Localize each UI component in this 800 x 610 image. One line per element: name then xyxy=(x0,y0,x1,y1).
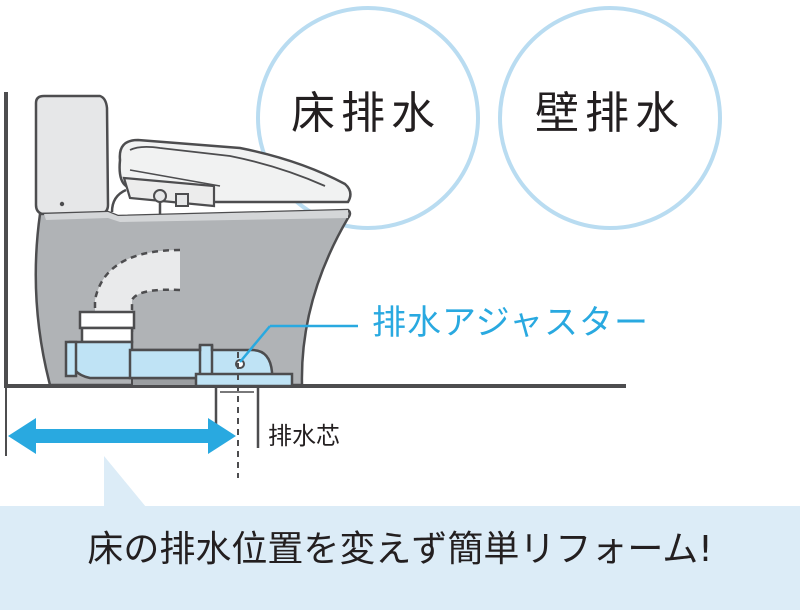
drain-center-label: 排水芯 xyxy=(268,422,340,450)
wall-drain-circle xyxy=(498,6,722,230)
double-arrow xyxy=(8,418,236,454)
wall-drain-label: 壁排水 xyxy=(535,88,685,139)
adjuster-leader xyxy=(239,324,358,363)
banner xyxy=(0,506,800,610)
drain-adjuster xyxy=(128,343,294,388)
floor-drain-label: 床排水 xyxy=(291,88,441,139)
banner-text: 床の排水位置を変えず簡単リフォーム! xyxy=(87,529,713,570)
drain-adjuster-label: 排水アジャスター xyxy=(372,303,649,343)
banner-tail xyxy=(104,456,146,507)
